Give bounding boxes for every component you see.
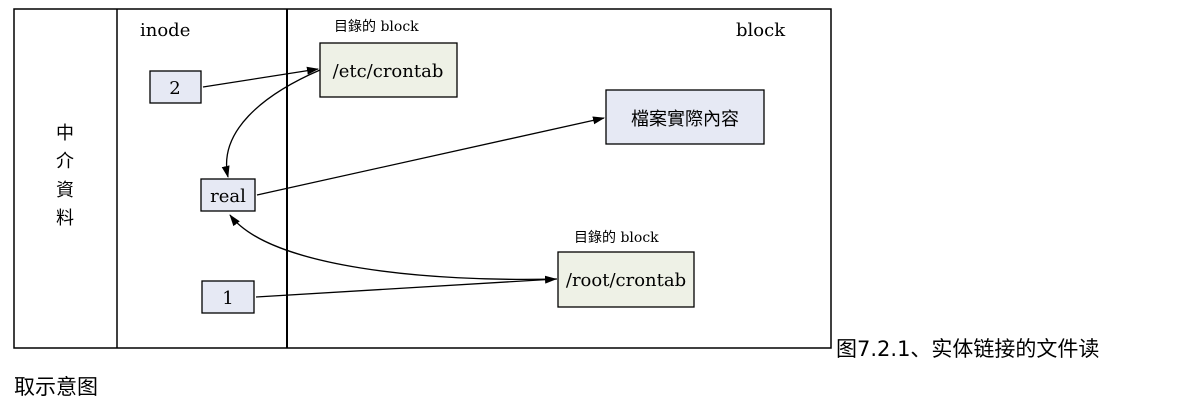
arrow-inode2-to-etc [202,66,319,88]
root-crontab-label: /root/crontab [566,270,686,291]
dir-block-label-top: 目錄的 block [334,19,419,35]
inode-real-box [200,178,256,212]
arrow-real-to-content [256,116,605,196]
root-crontab-box [557,251,695,308]
file-content-box [605,89,765,145]
caption-line-2: 取示意图 [14,375,98,399]
inode-2-box [149,70,202,104]
block-header: block [736,20,786,41]
file-content-label: 檔案實際內容 [631,109,739,130]
inode-2-label: 2 [169,78,180,99]
dir-block-label-bottom: 目錄的 block [574,230,659,246]
side-label-char: 料 [56,208,74,229]
arrow-root-to-real [229,214,558,281]
arrow-etc-to-real [221,69,321,178]
arrow-inode1-to-root [255,275,557,298]
side-label-char: 資 [56,180,74,201]
side-label: 中 介 資 料 [56,123,74,229]
inode-1-box [201,280,255,314]
caption-line-1: 图7.2.1、实体链接的文件读 [836,337,1100,361]
side-label-char: 介 [56,151,74,172]
inode-header: inode [140,20,190,41]
side-label-char: 中 [56,123,74,144]
inode-real-label: real [210,186,246,207]
etc-crontab-label: /etc/crontab [333,61,444,82]
inode-1-label: 1 [222,288,233,309]
